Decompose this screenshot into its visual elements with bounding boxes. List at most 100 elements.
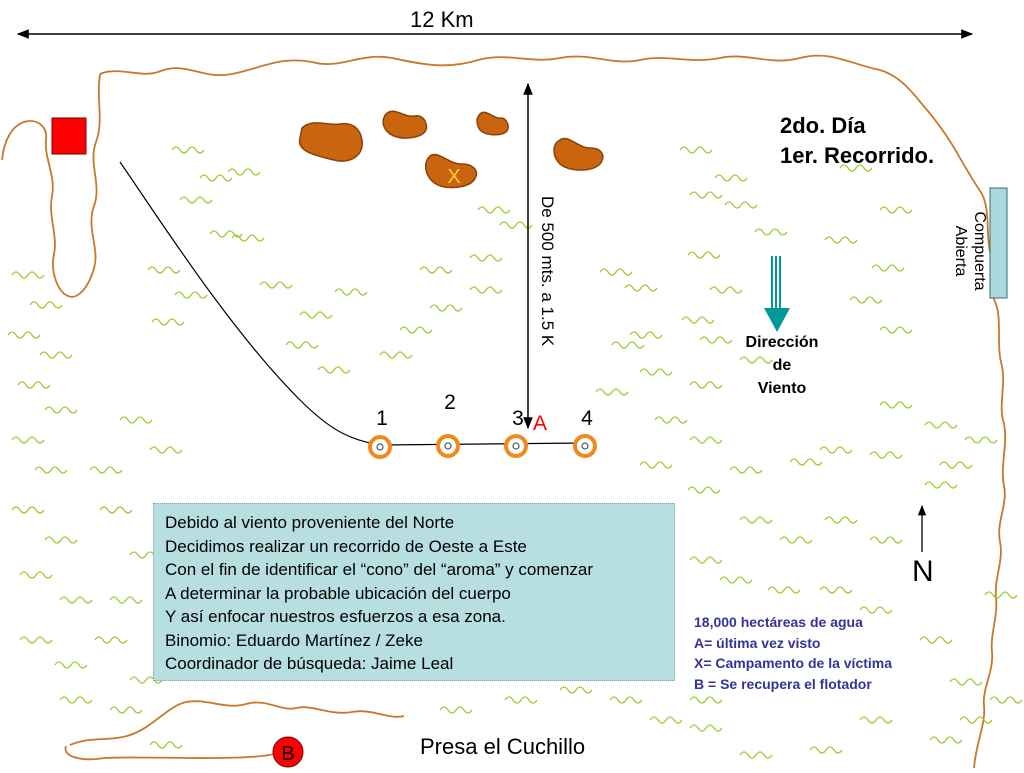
grass-icon xyxy=(767,586,801,594)
grass-icon xyxy=(689,436,723,444)
grass-icon xyxy=(687,486,721,494)
grass-icon xyxy=(299,311,333,319)
grass-icon xyxy=(419,266,453,274)
grass-icon xyxy=(34,466,68,474)
distance-label: De 500 mts. a 1.5 K xyxy=(538,196,557,347)
day-title-line2: 1er. Recorrido. xyxy=(780,143,935,168)
grass-icon xyxy=(44,536,78,544)
grass-icon xyxy=(879,401,913,409)
grass-icon xyxy=(94,636,128,644)
grass-icon xyxy=(174,291,208,299)
grass-icon xyxy=(984,591,1018,599)
grass-icon xyxy=(929,736,963,744)
north-label: N xyxy=(912,555,934,588)
grass-icon xyxy=(819,446,853,454)
grass-icon xyxy=(959,716,993,724)
grass-icon xyxy=(679,146,713,154)
grass-icon xyxy=(559,686,593,694)
grass-icon xyxy=(429,304,463,312)
grass-icon xyxy=(11,506,45,514)
grass-icon xyxy=(824,236,858,244)
scale-label: 12 Km xyxy=(410,7,474,32)
dam-name: Presa el Cuchillo xyxy=(420,734,586,759)
grass-icon xyxy=(709,286,743,294)
route-number-2: 2 xyxy=(444,391,456,414)
grass-icon xyxy=(689,556,723,564)
grass-icon xyxy=(439,706,473,714)
grass-icon xyxy=(54,661,88,669)
route-marker-dot xyxy=(376,443,384,451)
grass-icon xyxy=(317,366,351,374)
grass-icon xyxy=(504,696,538,704)
hills-group xyxy=(298,110,604,189)
grass-icon xyxy=(499,221,533,229)
grass-icon xyxy=(109,596,143,604)
grass-icon xyxy=(29,301,63,309)
grass-icon xyxy=(379,351,413,359)
grass-icon xyxy=(17,381,51,389)
grass-icon xyxy=(839,164,873,172)
gate-rectangle xyxy=(989,187,1008,299)
grass-icon xyxy=(599,268,633,276)
legend-line: A= última vez visto xyxy=(694,634,821,651)
grass-icon xyxy=(477,206,511,214)
grass-icon xyxy=(989,696,1023,704)
grass-icon xyxy=(39,351,73,359)
info-line: A determinar la probable ubicación del c… xyxy=(165,583,511,603)
grass-icon xyxy=(859,606,893,614)
grass-icon xyxy=(654,416,688,424)
day-title-line1: 2do. Día xyxy=(780,113,866,138)
grass-icon xyxy=(119,416,153,424)
legend: 18,000 hectáreas de agua A= última vez v… xyxy=(694,612,984,694)
info-line: Decidimos realizar un recorrido de Oeste… xyxy=(165,536,527,556)
grass-icon xyxy=(809,746,843,754)
grass-icon xyxy=(779,536,813,544)
grass-icon xyxy=(44,406,78,414)
grass-icon xyxy=(259,281,293,289)
grass-icon xyxy=(849,296,883,304)
grass-icon xyxy=(924,481,958,489)
grass-icon xyxy=(754,228,788,236)
grass-icon xyxy=(729,466,763,474)
wind-label-line3: Viento xyxy=(757,380,807,397)
grass-icon xyxy=(879,326,913,334)
route-marker-dot xyxy=(581,442,589,450)
grass-icon xyxy=(334,288,368,296)
grass-icon xyxy=(639,461,673,469)
legend-line: X= Campamento de la víctima xyxy=(694,655,893,671)
grass-icon xyxy=(209,230,243,238)
info-line: Y así enfocar nuestros esfuerzos a esa z… xyxy=(165,607,506,626)
grass-icon xyxy=(649,716,683,724)
red-square-marker xyxy=(51,117,87,155)
grass-icon xyxy=(227,168,261,176)
info-line: Binomio: Eduardo Martínez / Zeke xyxy=(165,630,423,650)
grass-icon xyxy=(949,678,983,686)
shoreline-west xyxy=(1,73,101,298)
grass-icon xyxy=(639,368,673,376)
route-number-3: 3 xyxy=(512,407,524,430)
grass-icon xyxy=(689,724,723,732)
grass-icon xyxy=(19,571,53,579)
grass-icon xyxy=(879,206,913,214)
grass-icon xyxy=(739,356,773,364)
grass-icon xyxy=(689,696,723,704)
grass-icon xyxy=(629,331,663,339)
grass-icon xyxy=(924,421,958,429)
grass-icon xyxy=(719,576,753,584)
grass-icon xyxy=(681,316,715,324)
shoreline xyxy=(99,54,1007,769)
wind-direction-label: Dirección de Viento xyxy=(727,331,837,400)
grass-icon xyxy=(59,696,93,704)
day-title: 2do. Día 1er. Recorrido. xyxy=(780,111,934,171)
legend-line: 18,000 hectáreas de agua xyxy=(694,614,863,630)
grass-icon xyxy=(11,436,45,444)
grass-icon xyxy=(824,516,858,524)
gate-label: Compuerta Abierta xyxy=(951,206,989,296)
grass-icon xyxy=(151,318,185,326)
route-marker-dot xyxy=(512,442,520,450)
hill-icon xyxy=(298,122,363,162)
grass-icon xyxy=(19,636,53,644)
grass-icon xyxy=(171,146,205,154)
grass-icon xyxy=(149,741,183,749)
grass-icon xyxy=(129,676,163,684)
